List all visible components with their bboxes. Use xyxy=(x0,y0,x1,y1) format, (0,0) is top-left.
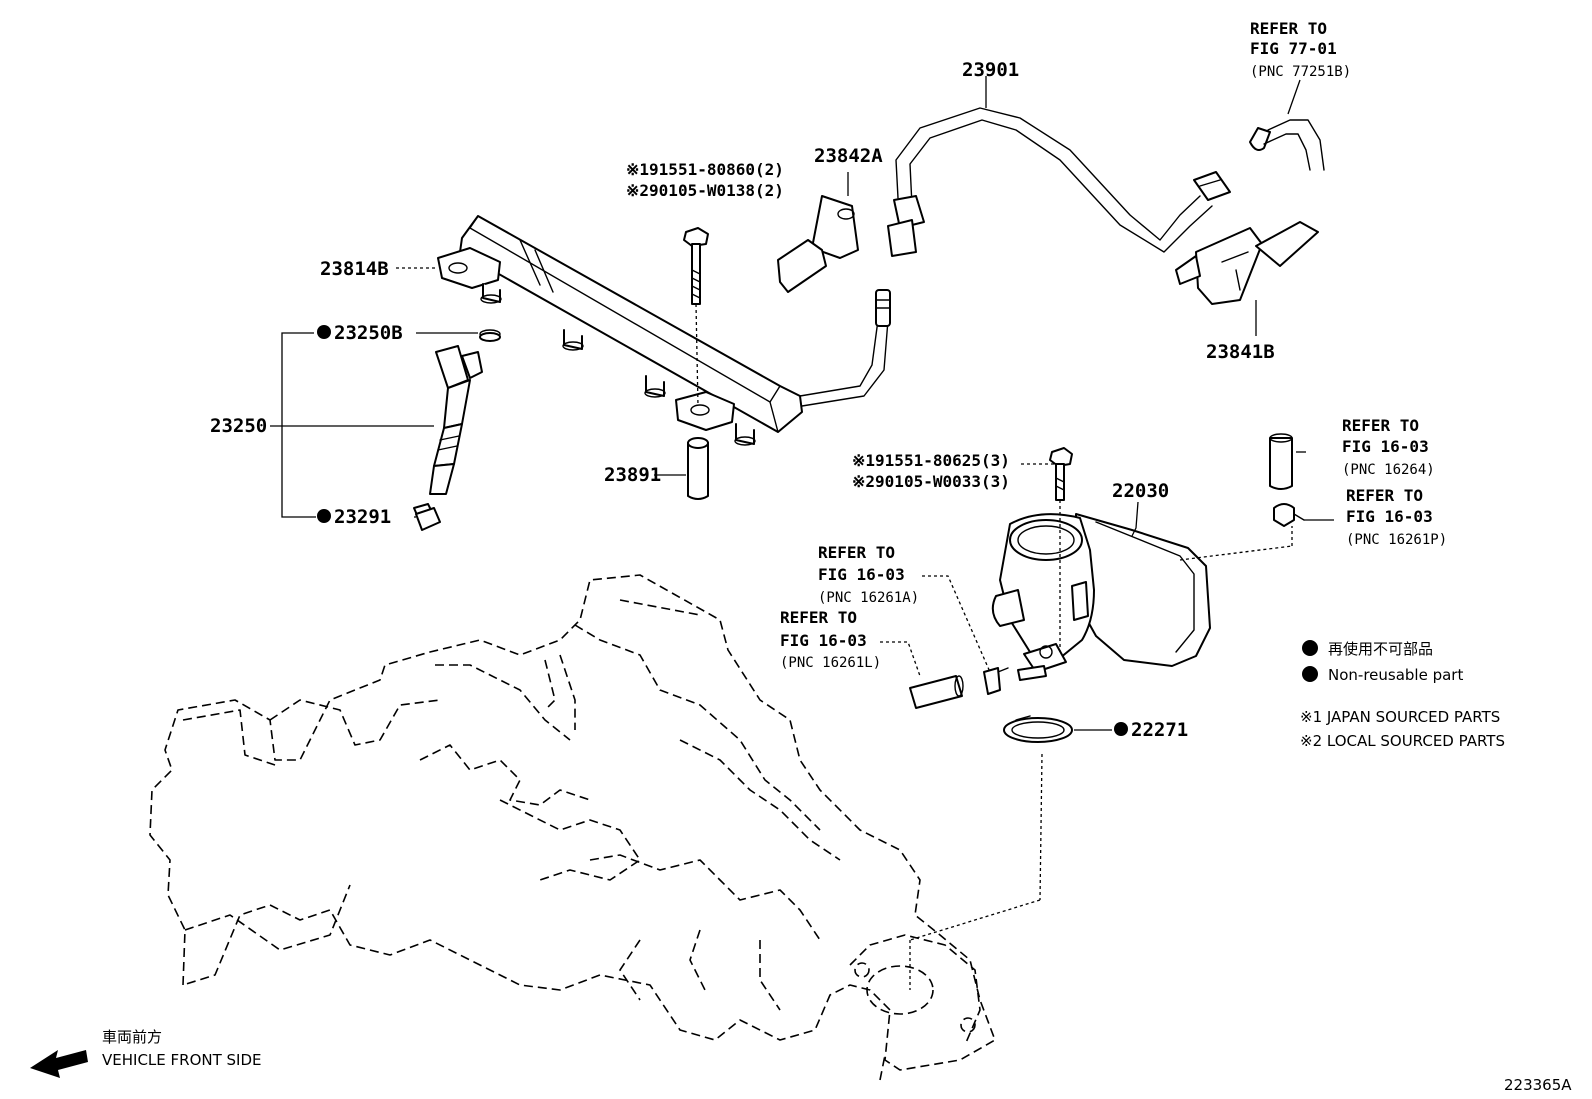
label-23291: 23291 xyxy=(334,506,391,528)
label-23841B: 23841B xyxy=(1206,341,1275,363)
legend-dot xyxy=(1302,640,1318,656)
grommet-23291 xyxy=(415,507,441,531)
non-reusable-dot xyxy=(1114,722,1128,736)
label-throttle-bolt-2: ※290105-W0033(3) xyxy=(852,472,1010,491)
label-throttle-bolt-1: ※191551-80625(3) xyxy=(852,451,1010,470)
ref-16261A-pnc: (PNC 16261A) xyxy=(818,590,919,606)
label-23891: 23891 xyxy=(604,464,661,486)
ref-16264-refer: REFER TO xyxy=(1342,416,1419,435)
clip-23841B xyxy=(1175,221,1319,305)
label-22271: 22271 xyxy=(1131,719,1188,741)
ref-16264-pnc: (PNC 16264) xyxy=(1342,462,1435,478)
legend-non-reusable-jp: 再使用不可部品 xyxy=(1328,640,1433,658)
legend: 再使用不可部品 Non-reusable part ※1 JAPAN SOURC… xyxy=(1300,640,1505,750)
reference-clamp-16261A xyxy=(983,667,1009,695)
bolt-labels: ※191551-80860(2) ※290105-W0138(2) ※19155… xyxy=(626,160,1010,491)
fuel-delivery-pipe xyxy=(437,215,891,446)
spacer-23891 xyxy=(687,437,709,500)
gasket-22271 xyxy=(1003,715,1073,743)
throttle-body-22030 xyxy=(991,513,1211,681)
engine-intake-manifold-phantom xyxy=(149,574,996,1081)
ref-16261A-refer: REFER TO xyxy=(818,543,895,562)
label-23250B: 23250B xyxy=(334,322,403,344)
legend-japan-sourced: ※1 JAPAN SOURCED PARTS xyxy=(1300,708,1500,726)
legend-dot xyxy=(1302,666,1318,682)
reference-clamp-16261P xyxy=(1273,503,1305,527)
o-ring-23250B xyxy=(479,332,501,342)
fuel-injector-23250 xyxy=(413,329,501,523)
non-reusable-dot xyxy=(317,325,331,339)
reference-hose-16261L xyxy=(909,675,964,709)
legend-local-sourced: ※2 LOCAL SOURCED PARTS xyxy=(1300,732,1505,750)
ref-77-01-fig: FIG 77-01 xyxy=(1250,39,1337,58)
label-rail-bolt-1: ※191551-80860(2) xyxy=(626,160,784,179)
reference-hose-16264 xyxy=(1269,433,1293,490)
reference-hose-77251B xyxy=(1249,119,1325,171)
label-23814B: 23814B xyxy=(320,258,389,280)
ref-16261L-fig: FIG 16-03 xyxy=(780,631,867,650)
ref-16261P-fig: FIG 16-03 xyxy=(1346,507,1433,526)
label-22030: 22030 xyxy=(1112,480,1169,502)
reference-labels: REFER TO FIG 77-01 (PNC 77251B) REFER TO… xyxy=(780,19,1447,671)
label-23901: 23901 xyxy=(962,59,1019,81)
non-reusable-dot xyxy=(317,509,331,523)
ref-16261A-fig: FIG 16-03 xyxy=(818,565,905,584)
clip-23842A xyxy=(777,195,859,293)
direction-en: VEHICLE FRONT SIDE xyxy=(102,1051,262,1069)
rail-bolt xyxy=(683,227,709,407)
ref-77-01-pnc: (PNC 77251B) xyxy=(1250,64,1351,80)
vehicle-front-indicator: 車両前方 VEHICLE FRONT SIDE xyxy=(30,1028,262,1078)
ref-16264-fig: FIG 16-03 xyxy=(1342,437,1429,456)
hose-23901 xyxy=(887,107,1231,257)
label-23842A: 23842A xyxy=(814,145,883,167)
ref-77-01-refer: REFER TO xyxy=(1250,19,1327,38)
direction-jp: 車両前方 xyxy=(102,1028,162,1046)
figure-id: 223365A xyxy=(1504,1076,1572,1094)
ref-16261L-pnc: (PNC 16261L) xyxy=(780,655,881,671)
front-arrow-icon xyxy=(30,1050,88,1078)
ref-16261L-refer: REFER TO xyxy=(780,608,857,627)
part-labels: 23901 23842A 23814B 23250B 23250 23291 2… xyxy=(210,59,1275,741)
label-23250: 23250 xyxy=(210,415,267,437)
legend-non-reusable-en: Non-reusable part xyxy=(1328,666,1463,684)
ref-16261P-refer: REFER TO xyxy=(1346,486,1423,505)
label-rail-bolt-2: ※290105-W0138(2) xyxy=(626,181,784,200)
ref-16261P-pnc: (PNC 16261P) xyxy=(1346,532,1447,548)
throttle-bolt xyxy=(1049,447,1073,652)
leader-lines xyxy=(270,76,1334,990)
